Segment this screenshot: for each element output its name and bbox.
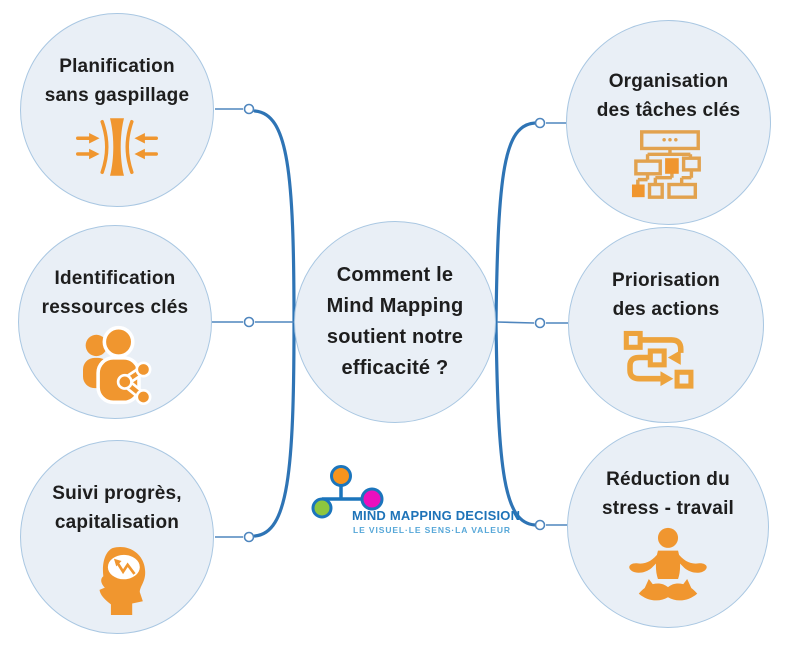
central-topic[interactable]: Comment le Mind Mapping soutient notre e… <box>294 221 496 423</box>
node-label: Organisation des tâches clés <box>596 71 741 121</box>
branch-joint-dots <box>243 103 546 543</box>
org-chart-icon <box>631 130 701 199</box>
logo-name: MIND MAPPING DECISION <box>352 508 521 523</box>
node-label: Identification ressources clés <box>41 268 189 318</box>
node-reduction-stress[interactable]: Réduction du stress - travail <box>567 426 769 628</box>
central-topic-label: Comment le Mind Mapping soutient notre e… <box>327 260 464 384</box>
node-suivi-progres[interactable]: Suivi progrès, capitalisation <box>20 440 214 634</box>
workflow-arrows-icon <box>623 330 694 389</box>
central-line-3: soutient notre <box>326 326 464 348</box>
node-planification[interactable]: Planification sans gaspillage <box>20 13 214 207</box>
node-label: Suivi progrès, capitalisation <box>52 483 182 533</box>
branch-curves <box>253 109 537 538</box>
node-organisation[interactable]: Organisation des tâches clés <box>566 20 771 225</box>
node-identification[interactable]: Identification ressources clés <box>18 225 212 419</box>
branch-stems <box>212 108 568 538</box>
central-line-1: Comment le <box>336 264 454 286</box>
node-label: Planification sans gaspillage <box>44 56 190 106</box>
node-label: Priorisation des actions <box>612 270 720 320</box>
central-line-4: efficacité ? <box>341 357 449 379</box>
brand-logo: MIND MAPPING DECISION LE VISUEL·LE SENS·… <box>296 458 521 548</box>
converging-arrows-icon <box>76 118 158 176</box>
node-priorisation[interactable]: Priorisation des actions <box>568 227 764 423</box>
head-progress-icon <box>99 547 146 615</box>
node-label: Réduction du stress - travail <box>601 469 735 519</box>
central-line-2: Mind Mapping <box>326 295 464 317</box>
meditation-icon <box>629 527 707 601</box>
people-share-icon <box>83 325 152 405</box>
logo-mark-icon <box>311 465 384 519</box>
logo-tagline: LE VISUEL·LE SENS·LA VALEUR <box>353 525 511 535</box>
